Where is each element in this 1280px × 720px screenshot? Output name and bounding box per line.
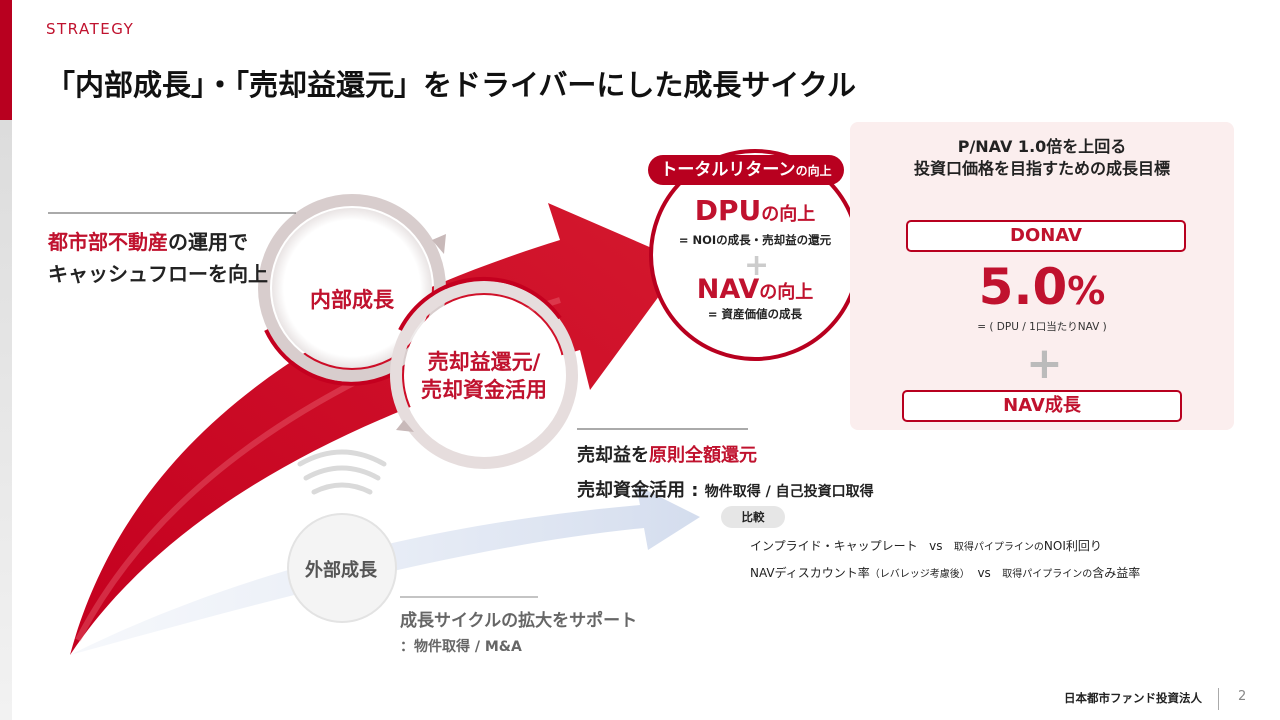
- nav-subtext: = 資産価値の成長: [707, 307, 803, 321]
- target-formula: = ( DPU / 1口当たりNAV ): [977, 321, 1107, 333]
- compare-right: NOI利回り: [1043, 539, 1102, 553]
- page-number: 2: [1238, 689, 1247, 704]
- dpu-heading: DPUの向上: [652, 194, 858, 227]
- compare-left: インプライド・キャップレート: [750, 539, 918, 553]
- panel-title-line1: P/NAV 1.0倍を上回る: [957, 137, 1127, 156]
- nav-suffix: の向上: [759, 282, 814, 303]
- compare-row: インプライド・キャップレート vs 取得パイプラインのNOI利回り: [750, 537, 1102, 554]
- target-number: 5.0: [978, 258, 1068, 316]
- external-growth-label: 外部成長: [305, 560, 377, 581]
- sale-line2: 売却資金活用 : 物件取得 / 自己投資口取得: [577, 476, 874, 502]
- divider: [1218, 688, 1219, 710]
- text-fragment: 売却資金活用 :: [577, 480, 705, 501]
- dpu-suffix: の向上: [761, 204, 816, 225]
- compare-row: NAVディスカウント率（レバレッジ考慮後） vs 取得パイプラインの含み益率: [750, 564, 1140, 581]
- support-line2: ：物件取得 / M&A: [400, 639, 522, 655]
- nav-growth-box: NAV成長: [902, 390, 1182, 422]
- panel-title: P/NAV 1.0倍を上回る 投資口価格を目指すための成長目標: [850, 136, 1234, 180]
- cycle-arrow-icon: [432, 234, 446, 254]
- target-panel: [850, 122, 1234, 430]
- compare-pill: 比較: [721, 506, 785, 528]
- target-unit: %: [1067, 269, 1106, 313]
- text-fragment: 物件取得 / 自己投資口取得: [704, 484, 874, 500]
- support-line1: 成長サイクルの拡大をサポート: [400, 611, 638, 631]
- left-text-line1: 都市部不動産の運用で: [48, 226, 248, 258]
- external-circle: [287, 513, 397, 623]
- left-text-line2: キャッシュフローを向上: [48, 262, 268, 286]
- pill-suffix: の向上: [795, 164, 832, 178]
- cycle-arrow-icon: [396, 420, 414, 432]
- side-bar: [0, 120, 12, 720]
- accent-bar: [0, 0, 12, 120]
- plus-icon: +: [744, 248, 770, 283]
- compare-right: 含み益率: [1092, 566, 1141, 580]
- page-title: 「内部成長」・「売却益還元」をドライバーにした成長サイクル: [46, 68, 856, 102]
- highlight-text: 原則全額還元: [649, 445, 757, 466]
- plus-icon: +: [1026, 338, 1063, 389]
- compare-right-prefix: 取得パイプラインの: [1002, 569, 1093, 580]
- highlight-text: 都市部不動産: [48, 230, 168, 254]
- sale-label-line2: 売却資金活用: [421, 378, 547, 402]
- text-fragment: の運用で: [168, 230, 248, 254]
- compare-vs: vs: [977, 566, 991, 580]
- sale-line1: 売却益を原則全額還元: [577, 441, 757, 467]
- donav-box: DONAV: [906, 220, 1186, 252]
- pill-text: トータルリターン: [660, 160, 796, 180]
- dpu-text: DPU: [694, 194, 762, 227]
- dpu-subtext: = NOIの成長・売却益の還元: [678, 233, 832, 247]
- compare-left-note: （レバレッジ考慮後）: [869, 569, 970, 580]
- nav-heading: NAVの向上: [652, 274, 858, 305]
- signal-waves-icon: [297, 449, 387, 495]
- internal-growth-label: 内部成長: [310, 288, 394, 312]
- target-value: 5.0%: [850, 258, 1234, 316]
- compare-right-prefix: 取得パイプラインの: [953, 542, 1044, 553]
- total-return-pill: トータルリターンの向上: [648, 155, 844, 185]
- sale-label-line1: 売却益還元/: [427, 350, 541, 374]
- company-name: 日本都市ファンド投資法人: [1064, 691, 1202, 705]
- nav-text: NAV: [696, 274, 760, 305]
- text-fragment: 売却益を: [577, 445, 649, 466]
- compare-vs: vs: [929, 539, 943, 553]
- compare-left: NAVディスカウント率: [750, 566, 870, 580]
- panel-title-line2: 投資口価格を目指すための成長目標: [913, 159, 1170, 178]
- sale-ring: [390, 281, 578, 469]
- section-label: STRATEGY: [46, 20, 135, 38]
